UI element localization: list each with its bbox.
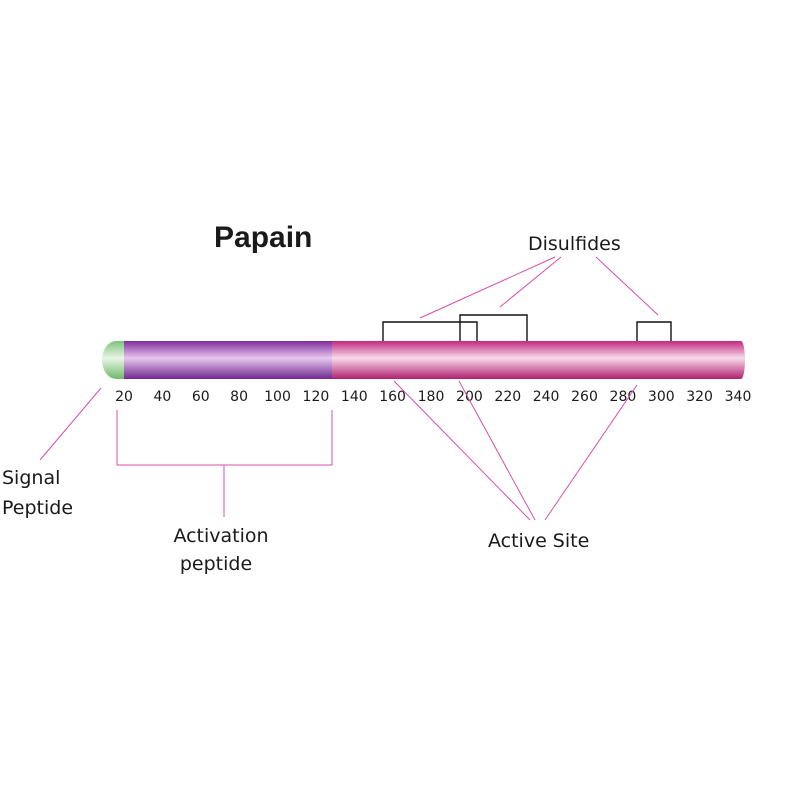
disulfide-bond-1 [382,321,478,341]
active-site-connectors [393,380,638,521]
activation-peptide-segment [124,341,334,379]
disulfide-connector-1 [419,256,556,319]
axis-tick-labels: 20 40 60 80 100 120 140 160 180 200 220 240 260 280 30… [115,389,751,405]
tick-label-320: 320 [686,389,713,405]
active-site-connector-3 [544,384,638,521]
disulfide-bonds [382,314,672,341]
bar-end-cap [737,341,745,379]
signal-peptide-label-line1: Signal [2,467,60,489]
mature-chain-segment [332,341,741,379]
signal-peptide-connector [39,387,102,461]
tick-label-160: 160 [379,389,406,405]
tick-label-280: 280 [610,389,637,405]
activation-peptide-bracket [116,410,333,466]
active-site-connector-2 [458,380,536,521]
tick-label-220: 220 [494,389,521,405]
activation-peptide-label-line2: peptide [180,553,252,575]
tick-label-100: 100 [264,389,291,405]
disulfide-bond-3 [636,321,672,341]
activation-peptide-label-line1: Activation [173,525,268,547]
tick-label-40: 40 [153,389,171,405]
tick-label-140: 140 [341,389,368,405]
tick-label-120: 120 [303,389,330,405]
tick-label-20: 20 [115,389,133,405]
tick-label-180: 180 [418,389,445,405]
tick-label-80: 80 [230,389,248,405]
signal-peptide-label-line2: Peptide [2,497,73,519]
disulfide-connector-3 [595,256,659,316]
protein-bar [102,341,745,379]
tick-label-200: 200 [456,389,483,405]
tick-label-60: 60 [192,389,210,405]
disulfides-connectors [419,256,659,319]
diagram-title: Papain [214,221,312,254]
tick-label-240: 240 [533,389,560,405]
active-site-label: Active Site [488,530,589,552]
tick-label-340: 340 [725,389,752,405]
tick-label-260: 260 [571,389,598,405]
disulfide-bond-2 [459,314,528,341]
tick-label-300: 300 [648,389,675,405]
signal-peptide-segment [102,341,125,379]
disulfide-connector-2 [499,256,562,308]
disulfides-label: Disulfides [528,233,621,255]
active-site-connector-1 [393,380,531,521]
